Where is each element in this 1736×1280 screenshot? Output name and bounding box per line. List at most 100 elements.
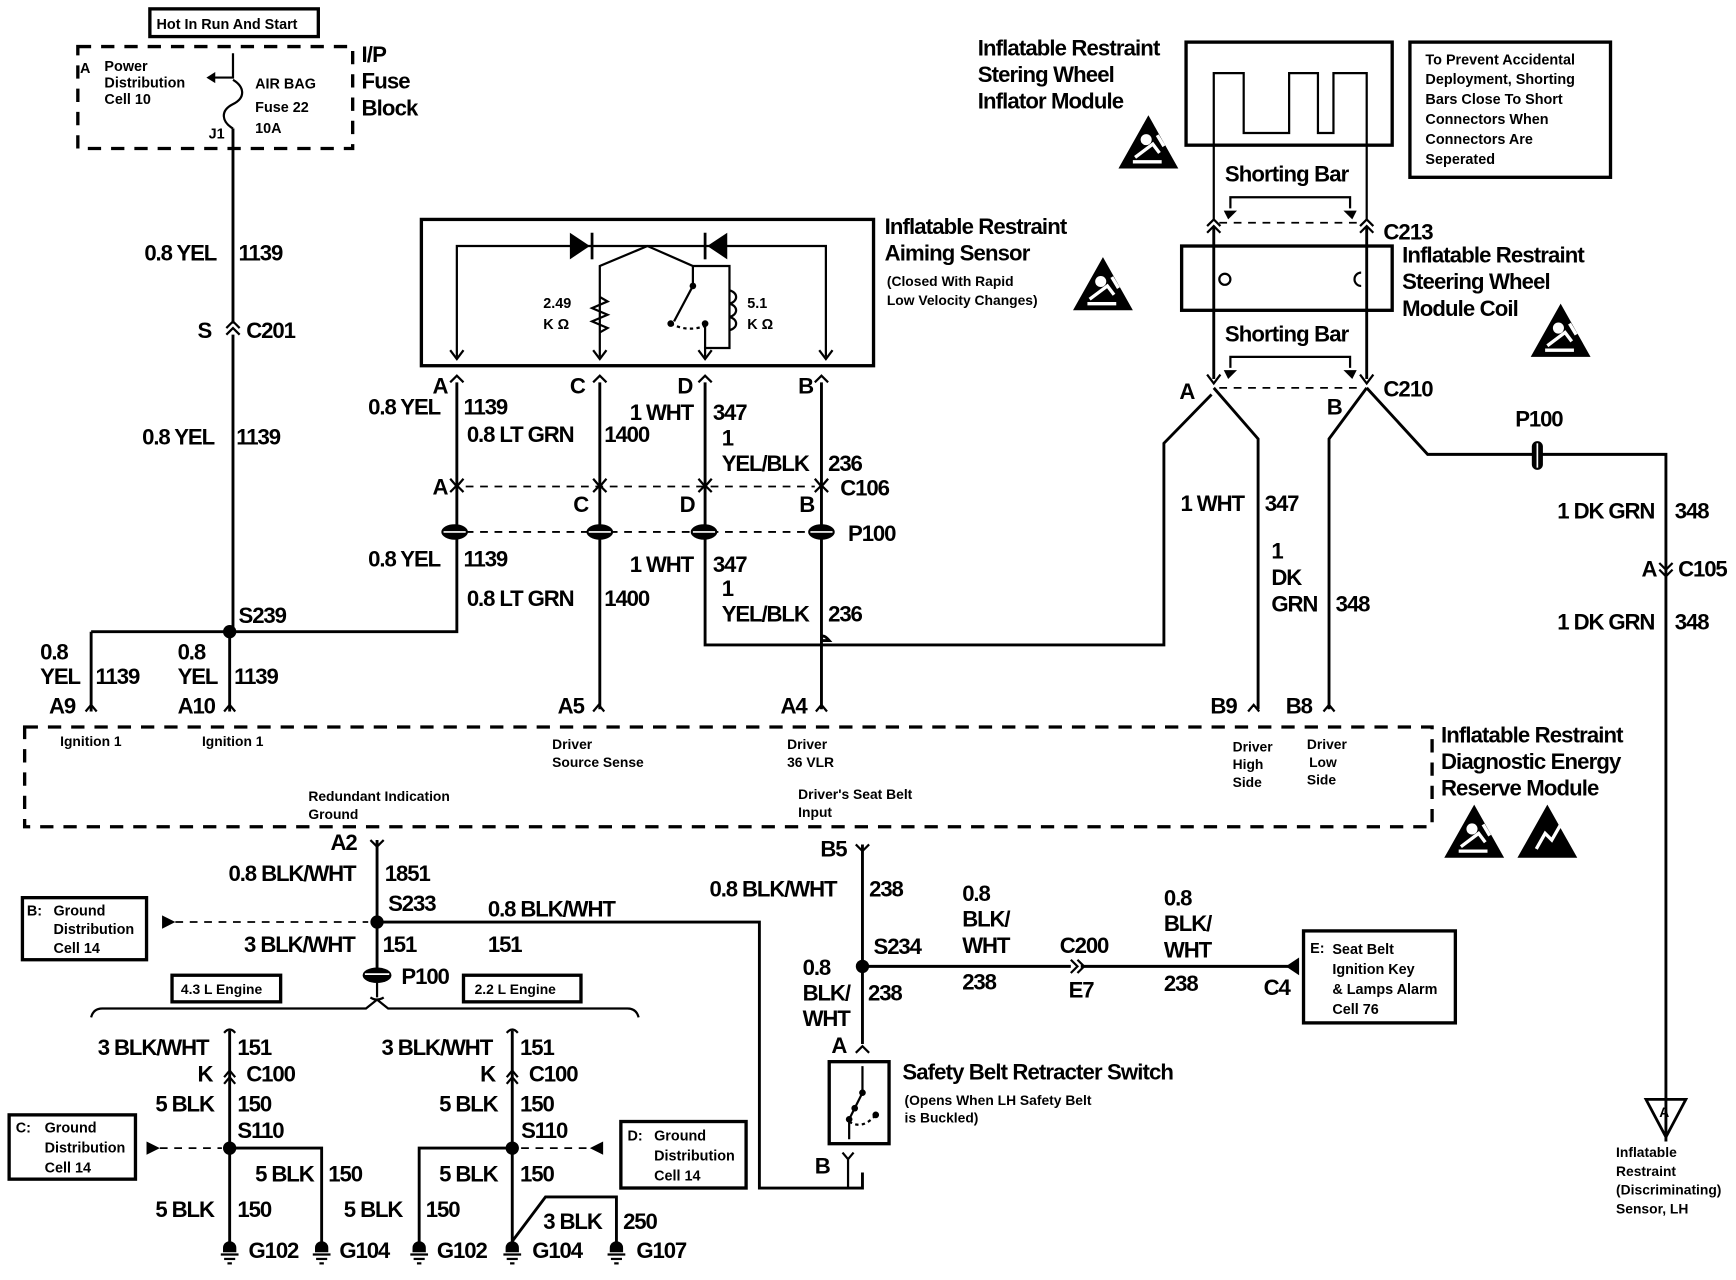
power-ref-line2: Distribution bbox=[104, 76, 185, 92]
svg-text:Ground: Ground bbox=[53, 903, 105, 919]
svg-text:0.8 LT GRN: 0.8 LT GRN bbox=[467, 422, 574, 447]
svg-text:348: 348 bbox=[1675, 499, 1709, 524]
inflator-squib-icon bbox=[1212, 72, 1368, 220]
svg-text:P100: P100 bbox=[1515, 407, 1563, 432]
splice-s110 bbox=[223, 1141, 237, 1155]
ground-ref-d[interactable]: D: Ground Distribution Cell 14 bbox=[619, 1119, 748, 1190]
svg-text:A5: A5 bbox=[558, 694, 585, 719]
svg-text:236: 236 bbox=[828, 602, 862, 627]
coil-title-3: Module Coil bbox=[1402, 296, 1518, 321]
retractor-switch-box bbox=[827, 1060, 891, 1146]
svg-text:0.8: 0.8 bbox=[962, 881, 990, 906]
splice-s234 bbox=[855, 959, 870, 974]
p100-grommet-icon bbox=[585, 523, 614, 541]
ground-ref-b[interactable]: B: Ground Distribution Cell 14 bbox=[20, 896, 149, 962]
sdm-title-1: Inflatable Restraint bbox=[1441, 723, 1624, 748]
svg-text:A4: A4 bbox=[780, 694, 808, 719]
power-ref-line1: Power bbox=[104, 59, 148, 75]
svg-text:0.8: 0.8 bbox=[40, 639, 68, 664]
svg-text:C4: C4 bbox=[1264, 975, 1292, 1000]
svg-text:2.49: 2.49 bbox=[543, 296, 571, 312]
svg-text:5 BLK: 5 BLK bbox=[255, 1161, 315, 1186]
ground-icon bbox=[606, 1240, 627, 1265]
svg-text:1: 1 bbox=[1271, 539, 1283, 564]
fuse-text-1: AIR BAG bbox=[255, 77, 316, 93]
ground-g104: G104 bbox=[339, 1238, 391, 1263]
seat-belt-alarm-ref[interactable]: E: Seat Belt Ignition Key & Lamps Alarm … bbox=[1301, 929, 1458, 1025]
svg-text:YEL/BLK: YEL/BLK bbox=[722, 451, 810, 476]
svg-text:Driver: Driver bbox=[552, 736, 593, 752]
ground-icon bbox=[502, 1240, 523, 1265]
fuse-block-label-1: I/P bbox=[362, 42, 388, 67]
svg-text:3 BLK/WHT: 3 BLK/WHT bbox=[381, 1035, 493, 1060]
warning-airbag-icon bbox=[1116, 113, 1180, 171]
svg-text:A10: A10 bbox=[178, 694, 216, 719]
fuse-icon bbox=[222, 78, 244, 130]
p100-grommet-icon bbox=[689, 523, 719, 541]
svg-text:36 VLR: 36 VLR bbox=[787, 754, 834, 770]
svg-text:P100: P100 bbox=[401, 964, 449, 989]
svg-text:0.8: 0.8 bbox=[803, 955, 831, 980]
svg-text:K: K bbox=[480, 1062, 496, 1087]
fuse-block-outline bbox=[76, 44, 355, 151]
svg-text:B: B bbox=[815, 1154, 830, 1179]
svg-text:238: 238 bbox=[1164, 971, 1198, 996]
svg-text:1 WHT: 1 WHT bbox=[1181, 491, 1246, 516]
ground-ref-c[interactable]: C: Ground Distribution Cell 14 bbox=[7, 1113, 138, 1181]
svg-text:4.3 L Engine: 4.3 L Engine bbox=[181, 981, 263, 997]
svg-text:1139: 1139 bbox=[234, 664, 278, 689]
svg-text:151: 151 bbox=[237, 1035, 271, 1060]
svg-text:To Prevent Accidental: To Prevent Accidental bbox=[1425, 52, 1575, 68]
svg-text:1139: 1139 bbox=[463, 546, 507, 571]
svg-text:Seat Belt: Seat Belt bbox=[1332, 942, 1394, 958]
inflator-title-2: Stering Wheel bbox=[978, 62, 1114, 87]
svg-text:1 DK GRN: 1 DK GRN bbox=[1557, 609, 1654, 634]
aiming-sensor-box bbox=[419, 217, 876, 368]
sensor-lh-ref[interactable]: A bbox=[1643, 1097, 1689, 1140]
svg-text:Ignition 1: Ignition 1 bbox=[60, 733, 122, 749]
svg-text:S239: S239 bbox=[239, 603, 287, 628]
svg-text:Driver: Driver bbox=[1233, 738, 1274, 754]
svg-text:5 BLK: 5 BLK bbox=[155, 1197, 215, 1222]
svg-text:Ground: Ground bbox=[654, 1128, 706, 1144]
aiming-sensor-title-2: Aiming Sensor bbox=[885, 240, 1031, 265]
svg-text:WHT: WHT bbox=[962, 933, 1011, 958]
c201-label: C201 bbox=[246, 318, 295, 343]
svg-text:D:: D: bbox=[628, 1128, 643, 1144]
svg-text:WHT: WHT bbox=[1164, 938, 1213, 963]
svg-text:A: A bbox=[432, 474, 448, 499]
svg-text:S110: S110 bbox=[521, 1118, 568, 1143]
coil-title-2: Steering Wheel bbox=[1402, 269, 1550, 294]
svg-text:K Ω: K Ω bbox=[543, 317, 569, 333]
svg-text:150: 150 bbox=[237, 1197, 271, 1222]
svg-text:Cell 14: Cell 14 bbox=[53, 941, 99, 957]
svg-text:0.8 BLK/WHT: 0.8 BLK/WHT bbox=[710, 877, 838, 902]
svg-text:150: 150 bbox=[426, 1197, 460, 1222]
sdm-title-2: Diagnostic Energy bbox=[1441, 749, 1622, 774]
svg-text:S110: S110 bbox=[237, 1118, 284, 1143]
svg-text:150: 150 bbox=[328, 1161, 362, 1186]
svg-text:K: K bbox=[198, 1062, 214, 1087]
svg-text:is Buckled): is Buckled) bbox=[905, 1110, 979, 1126]
svg-text:3 BLK/WHT: 3 BLK/WHT bbox=[98, 1035, 210, 1060]
coil-icon bbox=[729, 289, 738, 332]
svg-text:150: 150 bbox=[520, 1161, 554, 1186]
svg-text:1139: 1139 bbox=[239, 240, 283, 265]
svg-text:S233: S233 bbox=[388, 891, 436, 916]
svg-text:1 DK GRN: 1 DK GRN bbox=[1557, 499, 1654, 524]
svg-text:YEL: YEL bbox=[178, 664, 218, 689]
sdm-module-outline bbox=[22, 725, 1434, 829]
coil-box bbox=[1179, 244, 1394, 312]
coil-title-1: Inflatable Restraint bbox=[1402, 243, 1585, 268]
svg-text:S: S bbox=[198, 318, 212, 343]
svg-text:238: 238 bbox=[868, 981, 902, 1006]
warning-airbag-icon bbox=[1529, 301, 1593, 359]
svg-text:1139: 1139 bbox=[236, 424, 280, 449]
svg-text:Ground: Ground bbox=[308, 806, 358, 822]
svg-text:E:: E: bbox=[1310, 941, 1324, 957]
svg-text:Bars Close To Short: Bars Close To Short bbox=[1425, 92, 1562, 108]
svg-text:Connectors When: Connectors When bbox=[1425, 112, 1548, 128]
ground-g107: G107 bbox=[636, 1238, 687, 1263]
inflator-title-1: Inflatable Restraint bbox=[978, 35, 1161, 60]
